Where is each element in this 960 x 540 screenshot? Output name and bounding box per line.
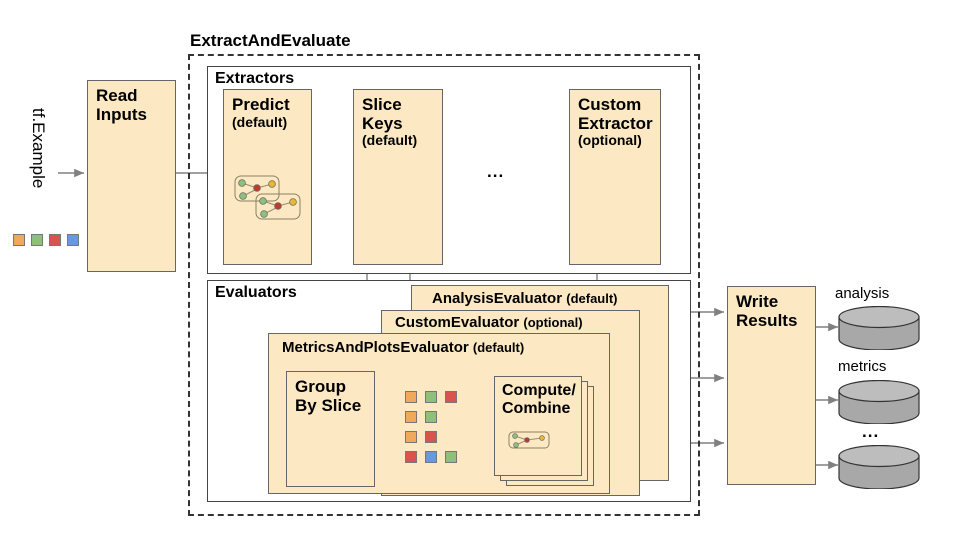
write-results-line2: Results: [736, 310, 798, 330]
metrics-evaluator-name: MetricsAndPlotsEvaluator: [282, 339, 469, 356]
sink-label-analysis: analysis: [835, 285, 890, 302]
panel-evaluators-label: Evaluators: [215, 284, 297, 301]
slice-chip: [425, 451, 437, 463]
chip-blue: [67, 234, 79, 246]
analysis-evaluator-name: AnalysisEvaluator: [432, 290, 563, 307]
chip-red: [49, 234, 61, 246]
custom-extractor-title-line1: Custom: [578, 95, 642, 114]
node-metrics-and-plots-evaluator[interactable]: MetricsAndPlotsEvaluator (default) Group…: [268, 333, 610, 494]
database-cylinder-icon: [838, 380, 920, 424]
sink-label-metrics: metrics: [838, 358, 887, 375]
write-results-line1: Write: [736, 292, 779, 311]
slice-keys-qualifier: (default): [362, 132, 418, 149]
model-graph-icon: [234, 175, 301, 220]
predict-title: Predict: [232, 95, 290, 114]
metrics-evaluator-qualifier: (default): [472, 340, 525, 355]
slice-keys-title-line1: Slice: [362, 95, 402, 114]
group-by-slice-line1: Group: [295, 377, 346, 396]
group-extract-and-evaluate: [188, 54, 700, 516]
extractors-ellipsis: ...: [487, 162, 505, 181]
custom-extractor-qualifier: (optional): [578, 132, 642, 149]
sink-label-ellipsis: ...: [862, 422, 880, 441]
group-title-text: ExtractAndEvaluate: [190, 31, 351, 50]
node-write-results[interactable]: Write Results: [727, 286, 816, 485]
input-label-tf-example: tf.Example: [29, 108, 48, 189]
database-cylinder-icon: [838, 306, 920, 350]
slice-chip: [405, 431, 417, 443]
database-cylinder-icon: [838, 445, 920, 489]
node-slice-keys-extractor[interactable]: Slice Keys (default): [353, 89, 443, 265]
panel-extractors-label: Extractors: [215, 70, 295, 87]
slice-keys-title-line2: Keys: [362, 113, 403, 133]
slice-chip: [405, 451, 417, 463]
node-compute-combine[interactable]: Compute/ Combine: [494, 376, 582, 476]
slice-chip: [405, 411, 417, 423]
node-read-inputs[interactable]: Read Inputs: [87, 80, 176, 272]
custom-evaluator-qualifier: (optional): [523, 315, 583, 330]
slice-chip: [445, 451, 457, 463]
custom-evaluator-name: CustomEvaluator: [395, 314, 520, 331]
compute-combine-line1: Compute/: [502, 382, 576, 399]
predict-qualifier: (default): [232, 113, 288, 130]
slice-chip-grid: [405, 391, 475, 469]
node-custom-extractor[interactable]: Custom Extractor (optional): [569, 89, 661, 265]
compute-combine-line2: Combine: [502, 399, 571, 417]
model-graph-icon: [508, 431, 550, 449]
slice-chip: [425, 411, 437, 423]
analysis-evaluator-qualifier: (default): [566, 291, 618, 306]
group-by-slice-line2: By Slice: [295, 395, 362, 415]
chip-orange: [13, 234, 25, 246]
group-extract-and-evaluate-title: ExtractAndEvaluate: [190, 31, 351, 51]
chip-green: [31, 234, 43, 246]
node-predict-extractor[interactable]: Predict (default): [223, 89, 312, 265]
slice-chip: [405, 391, 417, 403]
input-chip-row: [13, 234, 79, 248]
read-inputs-label: Read Inputs: [96, 86, 147, 124]
node-group-by-slice[interactable]: Group By Slice: [286, 371, 375, 487]
slice-chip: [445, 391, 457, 403]
slice-chip: [425, 391, 437, 403]
slice-chip: [425, 431, 437, 443]
custom-extractor-title-line2: Extractor: [578, 113, 653, 133]
